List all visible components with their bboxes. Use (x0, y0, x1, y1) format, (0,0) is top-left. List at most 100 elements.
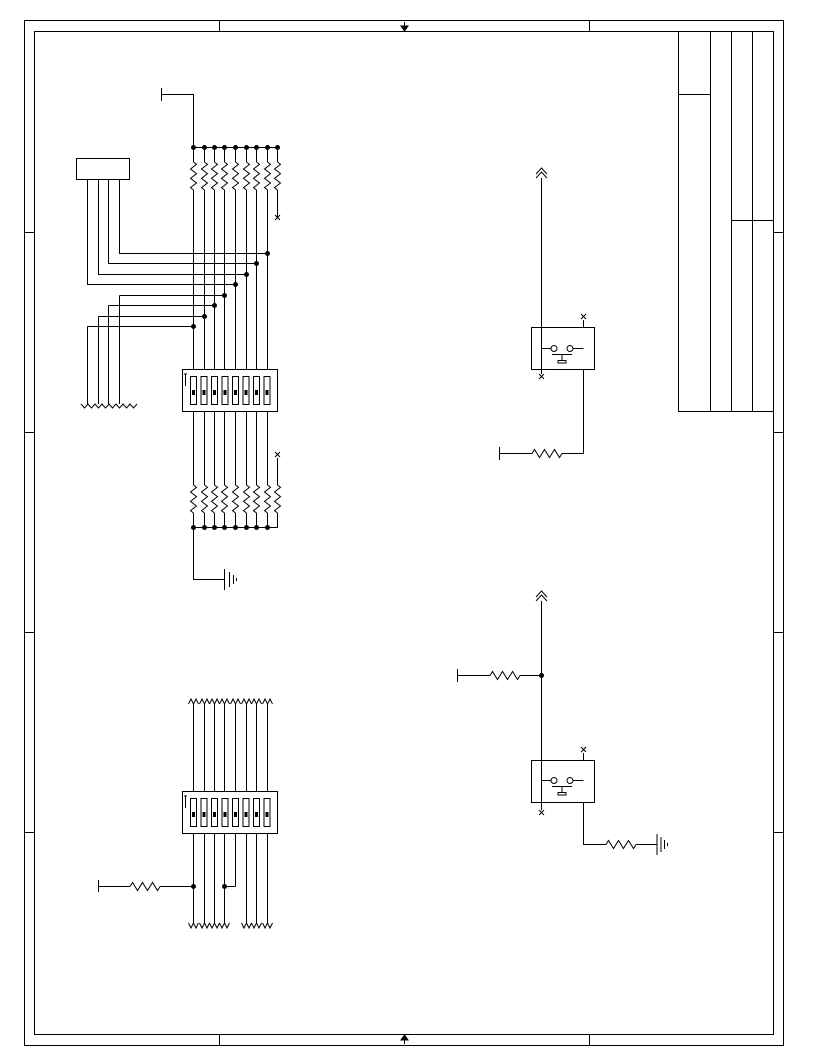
center-arrow-bottom-icon (400, 1034, 409, 1041)
outer-border (24, 20, 784, 1046)
dip-switch-lever (244, 812, 248, 817)
dip-switch-position (221, 798, 229, 827)
pushbutton-lower (457, 590, 668, 855)
bus-break-icon (251, 697, 262, 706)
ground-symbol-mid (224, 569, 237, 590)
dip-switch-position (242, 376, 250, 405)
junction-dot (265, 251, 270, 256)
bus-break-icon (230, 697, 241, 706)
dip-switch-lever (202, 812, 206, 817)
power-arrow-lower-icon (535, 590, 548, 602)
power-arrow-upper-icon (535, 167, 548, 179)
wire (267, 513, 278, 528)
dip-switch-position (263, 376, 271, 405)
no-connect-marker (274, 190, 281, 221)
pulldown-resistor (189, 484, 198, 514)
junction-dot (254, 261, 259, 266)
bus-break-icon (262, 921, 273, 930)
junction-dot (191, 324, 196, 329)
pulldown-resistor (263, 484, 272, 514)
dip-switch-lever (234, 390, 237, 395)
pushbutton-upper (499, 167, 595, 460)
pulldown-resistor (273, 484, 282, 514)
center-arrow-top-icon (400, 25, 409, 32)
bus-break-icon (209, 921, 220, 930)
upper-signal-columns (191, 190, 270, 485)
pulldown-resistor (200, 484, 209, 514)
pulldown-resistor-bank (189, 451, 282, 580)
header-connector (76, 158, 268, 285)
pulldown-resistor (220, 484, 229, 514)
pullup-resistor (189, 161, 198, 191)
dip-switch-position (190, 798, 197, 827)
dip-switch-position (211, 798, 218, 827)
dip-switch-position (200, 798, 208, 827)
dip-switch-position (221, 376, 229, 405)
pullup-resistor-bank (189, 145, 282, 221)
bus-break-icon (199, 697, 210, 706)
ground-symbol-lower-icon (656, 834, 668, 855)
dip-switch-lever (202, 390, 206, 395)
dip-switch-position (232, 376, 239, 405)
dip-switch-position (253, 376, 260, 405)
pullup-resistor (242, 161, 251, 191)
pulldown-resistor (210, 484, 219, 514)
dip-switch-position (211, 376, 218, 405)
junction-dot (212, 303, 217, 308)
no-connect-marker (274, 451, 281, 485)
lower-left-resistor (98, 880, 236, 892)
junction-dot (202, 314, 207, 319)
dip-switch-lever (192, 812, 195, 817)
bus-break-icon (241, 921, 252, 930)
pulldown-resistor (252, 484, 261, 514)
bus-break-left-icon (80, 403, 138, 409)
pulldown-resistor (231, 484, 240, 514)
dip-switch-lever (223, 812, 227, 817)
bus-break-icon (199, 921, 210, 930)
bus-break-icon (188, 921, 199, 930)
pullup-resistor (220, 161, 229, 191)
dip-switch-lever (213, 812, 216, 817)
dip-switch-lower (182, 791, 278, 834)
dip-switch-upper (182, 369, 278, 412)
dip-switch-lever (223, 390, 227, 395)
bus-break-icon (219, 697, 230, 706)
dip-switch-position (190, 376, 197, 405)
left-bus-wires (80, 295, 225, 409)
dip-switch-lever (255, 390, 258, 395)
dip-switch-lever (213, 390, 216, 395)
junction-dot (244, 272, 249, 277)
bus-break-icon (251, 921, 262, 930)
dip-switch-lever (192, 390, 195, 395)
bus-break-icon (241, 697, 252, 706)
pulldown-resistor (242, 484, 251, 514)
dip-switch-position (263, 798, 271, 827)
dip-switch-lever (265, 390, 269, 395)
title-block (678, 31, 774, 412)
pullup-resistor (231, 161, 240, 191)
bus-break-icon (209, 697, 220, 706)
sheet-frame (24, 20, 784, 1046)
dip-switch-lever (244, 390, 248, 395)
pullup-resistor (200, 161, 209, 191)
dip-switch-position (200, 376, 208, 405)
vcc-symbol-top (161, 88, 194, 148)
junction-dot (222, 293, 227, 298)
pullup-resistor (273, 161, 282, 191)
inner-border (34, 31, 774, 1035)
dip-switch-lever (255, 812, 258, 817)
dip-switch-lever (234, 812, 237, 817)
bus-break-icon (188, 697, 199, 706)
pullup-resistor (252, 161, 261, 191)
bus-break-icon (219, 921, 230, 930)
bus-break-icon (262, 697, 273, 706)
lower-signal-columns (188, 697, 273, 930)
junction-dot (233, 282, 238, 287)
dip-switch-position (242, 798, 250, 827)
dip-switch-position (253, 798, 260, 827)
dip-switch-lever (265, 812, 269, 817)
pullup-resistor (210, 161, 219, 191)
dip-switch-position (232, 798, 239, 827)
